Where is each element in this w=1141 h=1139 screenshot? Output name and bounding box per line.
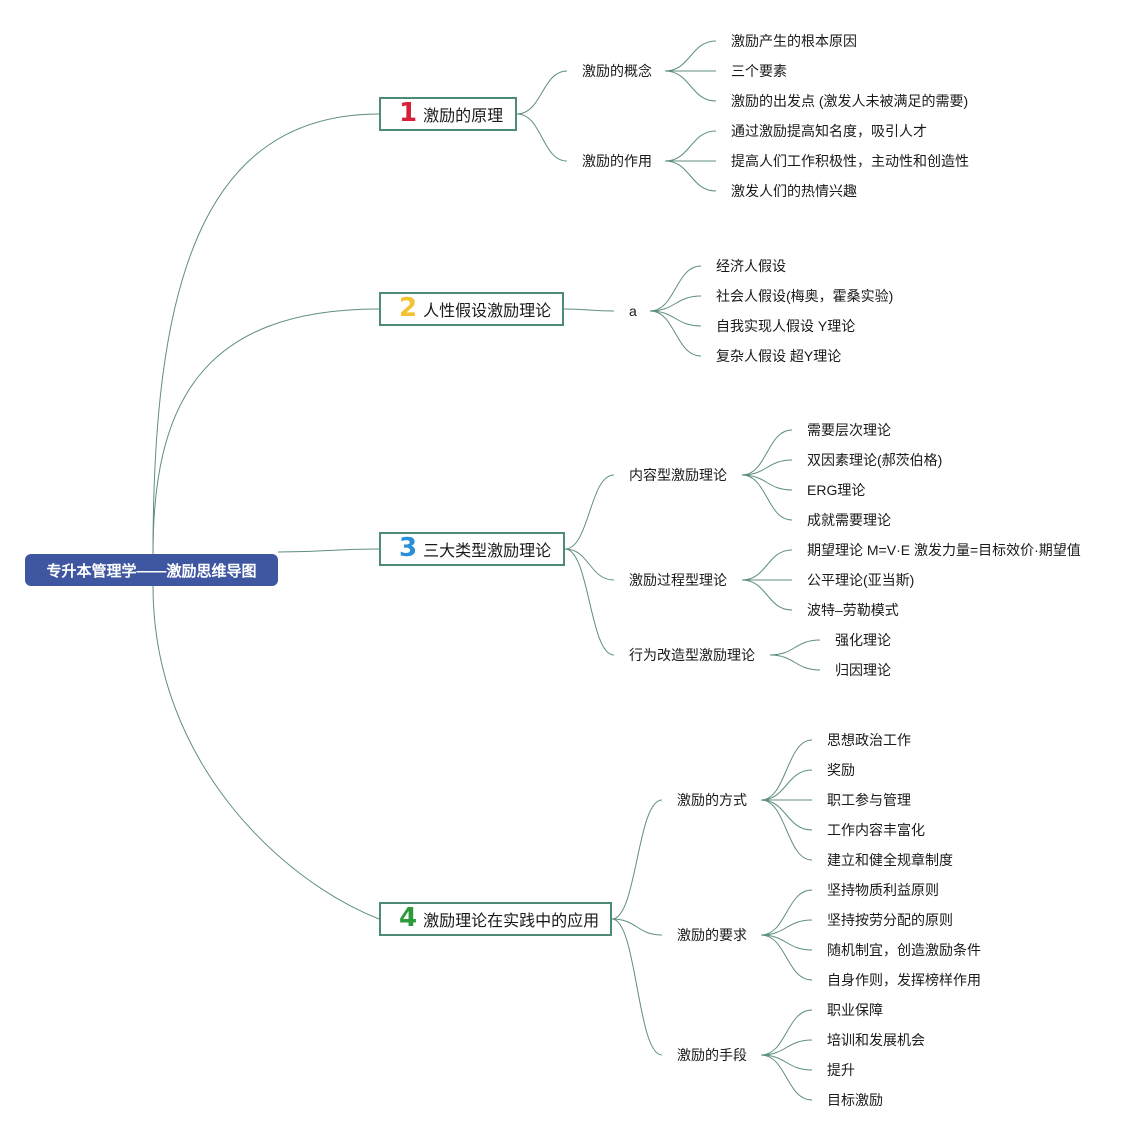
connector-line	[564, 548, 615, 581]
leaf-label[interactable]: 激励的出发点 (激发人未被满足的需要)	[731, 93, 969, 109]
connector-line	[760, 934, 813, 981]
leaf-label[interactable]: 经济人假设	[716, 258, 786, 274]
connector-line	[769, 639, 821, 656]
connector-line	[741, 579, 793, 611]
connector-line	[741, 474, 793, 521]
connector-line	[664, 160, 717, 192]
topic-4-label: 激励理论在实践中的应用	[423, 913, 600, 930]
root-connector-line	[277, 548, 380, 553]
connector-line	[664, 40, 717, 72]
connector-line	[741, 474, 793, 491]
subtopic-label[interactable]: 激励的要求	[677, 927, 747, 943]
leaf-label[interactable]: 需要层次理论	[807, 422, 891, 438]
leaf-label[interactable]: 建立和健全规章制度	[827, 852, 953, 868]
leaf-label[interactable]: 激励产生的根本原因	[731, 33, 857, 49]
connector-line	[760, 799, 813, 831]
connector-line	[760, 1054, 813, 1071]
subtopic-label[interactable]: 内容型激励理论	[629, 467, 727, 483]
connector-line	[664, 70, 717, 102]
connector-line	[760, 934, 813, 951]
connector-line	[760, 1039, 813, 1056]
subtopic-label[interactable]: 激励的作用	[582, 153, 652, 169]
leaf-label[interactable]: 工作内容丰富化	[827, 822, 925, 838]
leaf-label[interactable]: 提高人们工作积极性，主动性和创造性	[731, 153, 969, 169]
connector-line	[611, 918, 663, 936]
leaf-label[interactable]: 坚持物质利益原则	[827, 882, 939, 898]
subtopic-label[interactable]: a	[629, 303, 637, 319]
topic-4[interactable]: 4 激励理论在实践中的应用	[379, 902, 612, 936]
leaf-label[interactable]: 提升	[827, 1062, 855, 1078]
leaf-label[interactable]: 激发人们的热情兴趣	[731, 183, 857, 199]
topic-1[interactable]: 1 激励的原理	[379, 97, 517, 131]
connector-line	[649, 310, 702, 357]
connector-line	[760, 739, 813, 801]
connector-line	[649, 310, 702, 327]
connector-line	[760, 919, 813, 936]
leaf-label[interactable]: 思想政治工作	[827, 732, 911, 748]
subtopic-label[interactable]: 激励过程型理论	[629, 572, 727, 588]
leaf-label[interactable]: 自身作则，发挥榜样作用	[827, 972, 981, 988]
connector-line	[611, 918, 663, 1056]
root-connector-line	[152, 308, 380, 555]
leaf-label[interactable]: 坚持按劳分配的原则	[827, 912, 953, 928]
number-icon-1: 1	[399, 98, 418, 128]
subtopic-label[interactable]: 行为改造型激励理论	[629, 647, 755, 663]
leaf-label[interactable]: 培训和发展机会	[827, 1032, 925, 1048]
leaf-label[interactable]: ERG理论	[807, 482, 866, 498]
leaf-label[interactable]: 目标激励	[827, 1092, 883, 1108]
leaf-label[interactable]: 成就需要理论	[807, 512, 891, 528]
leaf-label[interactable]: 复杂人假设 超Y理论	[716, 348, 842, 364]
leaf-label[interactable]: 随机制宜，创造激励条件	[827, 942, 981, 958]
subtopic-label[interactable]: 激励的概念	[582, 63, 652, 79]
connector-line	[564, 474, 615, 550]
leaf-label[interactable]: 归因理论	[835, 662, 891, 678]
connector-line	[760, 769, 813, 801]
topic-2[interactable]: 2 人性假设激励理论	[379, 292, 564, 326]
connector-line	[516, 113, 568, 162]
leaf-label[interactable]: 通过激励提高知名度，吸引人才	[731, 123, 927, 139]
connector-line	[760, 799, 813, 861]
number-icon-2: 2	[399, 293, 418, 323]
topic-1-label: 激励的原理	[423, 108, 504, 125]
connector-line	[741, 459, 793, 476]
root-connector-line	[152, 585, 380, 920]
number-icon-3: 3	[399, 533, 418, 563]
connector-line	[769, 654, 821, 671]
connector-line	[741, 549, 793, 581]
leaf-label[interactable]: 三个要素	[731, 63, 787, 79]
topic-2-label: 人性假设激励理论	[423, 303, 552, 320]
connector-line	[611, 799, 663, 920]
root-node[interactable]: 专升本管理学——激励思维导图	[25, 554, 278, 586]
leaf-label[interactable]: 强化理论	[835, 632, 891, 648]
topic-3-label: 三大类型激励理论	[423, 543, 552, 560]
connector-line	[516, 70, 568, 115]
connector-line	[649, 265, 702, 312]
leaf-label[interactable]: 波特–劳勒模式	[807, 602, 899, 618]
number-icon-4: 4	[399, 903, 418, 933]
leaf-label[interactable]: 双因素理论(郝茨伯格)	[807, 452, 943, 468]
leaf-label[interactable]: 期望理论 M=V·E 激发力量=目标效价·期望值	[807, 542, 1081, 558]
leaf-label[interactable]: 公平理论(亚当斯)	[807, 572, 915, 588]
topic-3[interactable]: 3 三大类型激励理论	[379, 532, 565, 566]
leaf-label[interactable]: 职工参与管理	[827, 792, 911, 808]
leaf-label[interactable]: 职业保障	[827, 1002, 883, 1018]
connector-line	[664, 130, 717, 162]
leaf-label[interactable]: 自我实现人假设 Y理论	[716, 318, 856, 334]
subtopic-label[interactable]: 激励的方式	[677, 792, 747, 808]
connector-line	[760, 889, 813, 936]
connector-line	[563, 308, 615, 312]
connector-line	[649, 295, 702, 312]
connector-line	[564, 548, 615, 656]
subtopic-label[interactable]: 激励的手段	[677, 1047, 747, 1063]
connector-line	[760, 1009, 813, 1056]
connector-line	[741, 429, 793, 476]
leaf-label[interactable]: 社会人假设(梅奥，霍桑实验)	[716, 288, 894, 304]
connector-line	[760, 1054, 813, 1101]
leaf-label[interactable]: 奖励	[827, 762, 855, 778]
root-connector-line	[152, 113, 380, 555]
